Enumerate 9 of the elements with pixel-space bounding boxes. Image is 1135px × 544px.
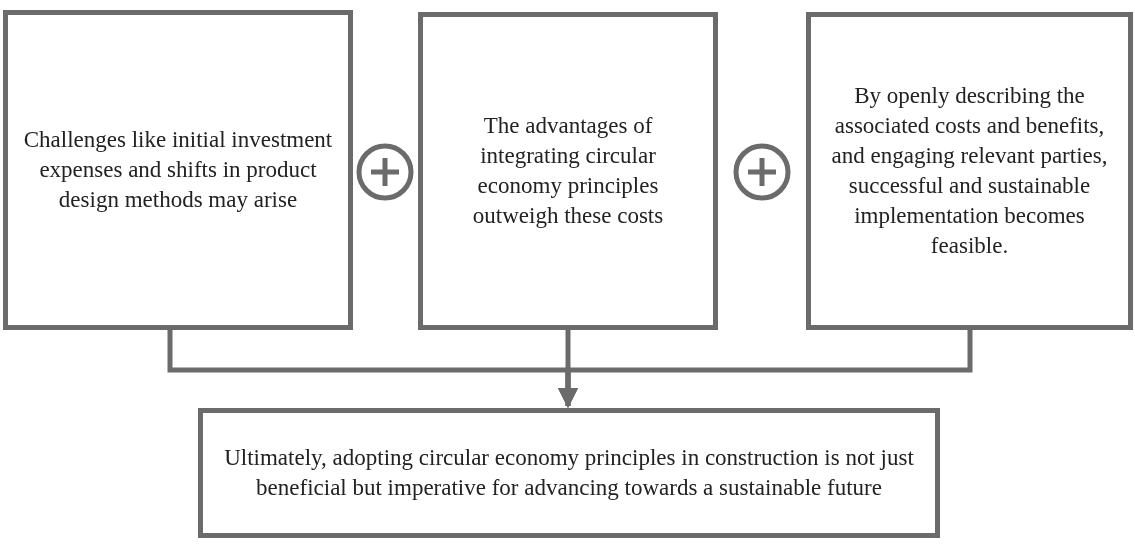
text-box [198, 408, 940, 538]
box-text: Ultimately, adopting circular economy principles in construction is not just beneficial but imperative for advancing towards a sustainable future [223, 444, 915, 502]
text-box [3, 10, 353, 330]
text-box [418, 12, 718, 330]
box-text: The advantages of integrating circular economy principles outweigh these costs [471, 112, 665, 230]
connector-arrow [558, 330, 973, 408]
box-text: By openly describing the associated costs and benefits, and engaging relevant parties, successful and sustainable implementation becomes feasible. [830, 82, 1109, 260]
box-text: Challenges like initial investment expenses and shifts in product design methods may arise [22, 126, 334, 214]
text-box [806, 12, 1133, 330]
